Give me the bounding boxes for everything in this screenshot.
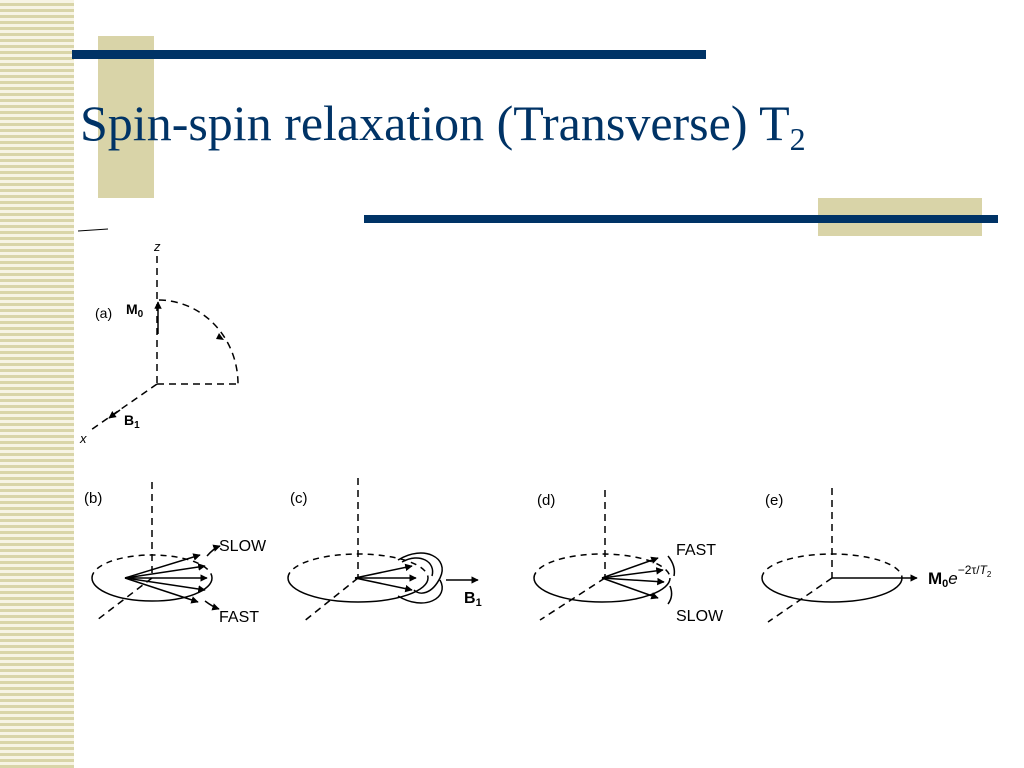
title-bottom-rule — [364, 215, 998, 223]
d-fast-label: FAST — [676, 542, 716, 559]
title-subscript: 2 — [789, 121, 806, 157]
b1-vector — [108, 409, 121, 419]
a-m0-label: M0 — [126, 301, 144, 320]
d-panel-label: (d) — [537, 492, 555, 509]
a-z-axis-label: z — [153, 239, 161, 254]
a-panel-label: (a) — [95, 305, 112, 321]
e-magnitude-label: M0e−2τ/T2 — [928, 563, 992, 590]
e-panel-label: (e) — [765, 492, 783, 509]
panel-a-diagram — [87, 256, 239, 433]
decorative-stripes — [0, 0, 74, 768]
panel-e-diagram — [761, 488, 918, 623]
title-main-text: Spin-spin relaxation (Transverse) T — [80, 95, 790, 151]
b-slow-label: SLOW — [219, 538, 267, 555]
c-panel-label: (c) — [290, 490, 308, 507]
c-b1-label: B1 — [464, 590, 482, 609]
panel-d-diagram — [533, 490, 676, 621]
title-accent-block-left — [98, 36, 154, 198]
panel-c-diagram — [287, 478, 479, 623]
rotation-arrowhead — [216, 333, 224, 340]
title-top-rule — [72, 50, 706, 59]
slide-title: Spin-spin relaxation (Transverse) T2 — [80, 98, 806, 155]
b-panel-label: (b) — [84, 490, 102, 507]
d-slow-label: SLOW — [676, 608, 724, 625]
a-x-axis-label: x — [79, 431, 87, 446]
panel-b-diagram — [91, 482, 221, 621]
b-fast-label: FAST — [219, 609, 259, 626]
a-b1-label: B1 — [124, 412, 140, 431]
